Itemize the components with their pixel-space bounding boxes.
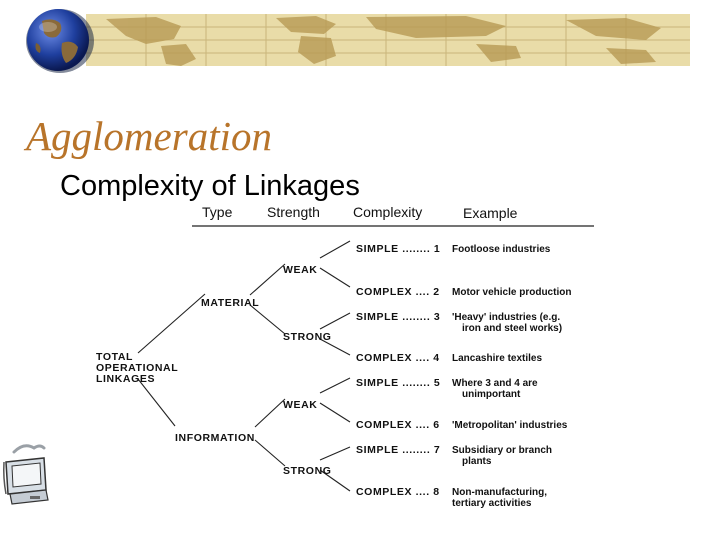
- tree-branches: [137, 240, 351, 492]
- complexity-8: COMPLEX .... 8: [356, 486, 440, 498]
- example-3a: 'Heavy' industries (e.g.: [452, 312, 560, 323]
- world-map-banner-icon: [86, 14, 690, 66]
- root-line-1: TOTAL: [96, 351, 133, 363]
- type-material: MATERIAL: [201, 297, 259, 309]
- root-line-3: LINKAGES: [96, 373, 155, 385]
- root-line-2: OPERATIONAL: [96, 362, 178, 374]
- complexity-6: COMPLEX .... 6: [356, 419, 440, 431]
- example-7b: plants: [462, 456, 492, 467]
- slide-subtitle: Complexity of Linkages: [60, 170, 360, 202]
- strength-material-weak: WEAK: [283, 264, 317, 276]
- example-2: Motor vehicle production: [452, 287, 571, 298]
- complexity-1: SIMPLE ........ 1: [356, 243, 440, 255]
- strength-information-strong: STRONG: [283, 465, 332, 477]
- example-1: Footloose industries: [452, 244, 551, 255]
- strength-information-weak: WEAK: [283, 399, 317, 411]
- complexity-3: SIMPLE ........ 3: [356, 311, 440, 323]
- example-5b: unimportant: [462, 389, 521, 400]
- example-6: 'Metropolitan' industries: [452, 420, 568, 431]
- header-complexity: Complexity: [353, 204, 422, 220]
- strength-material-strong: STRONG: [283, 331, 332, 343]
- computer-clipart-icon: [0, 440, 52, 508]
- linkage-tree-diagram: Type Strength Complexity Example TOTAL O…: [96, 204, 594, 509]
- example-8a: Non-manufacturing,: [452, 487, 547, 498]
- header-type: Type: [202, 204, 233, 220]
- complexity-7: SIMPLE ........ 7: [356, 444, 440, 456]
- world-globe-icon: [18, 7, 98, 75]
- type-information: INFORMATION: [175, 432, 255, 444]
- example-5a: Where 3 and 4 are: [452, 378, 538, 389]
- example-7a: Subsidiary or branch: [452, 445, 552, 456]
- example-8b: tertiary activities: [452, 498, 532, 509]
- example-3b: iron and steel works): [462, 323, 562, 334]
- complexity-5: SIMPLE ........ 5: [356, 377, 440, 389]
- header-strength: Strength: [267, 204, 320, 220]
- complexity-2: COMPLEX .... 2: [356, 286, 440, 298]
- example-4: Lancashire textiles: [452, 353, 542, 364]
- complexity-4: COMPLEX .... 4: [356, 352, 440, 364]
- header-example: Example: [463, 205, 518, 221]
- slide-title: Agglomeration: [26, 113, 272, 159]
